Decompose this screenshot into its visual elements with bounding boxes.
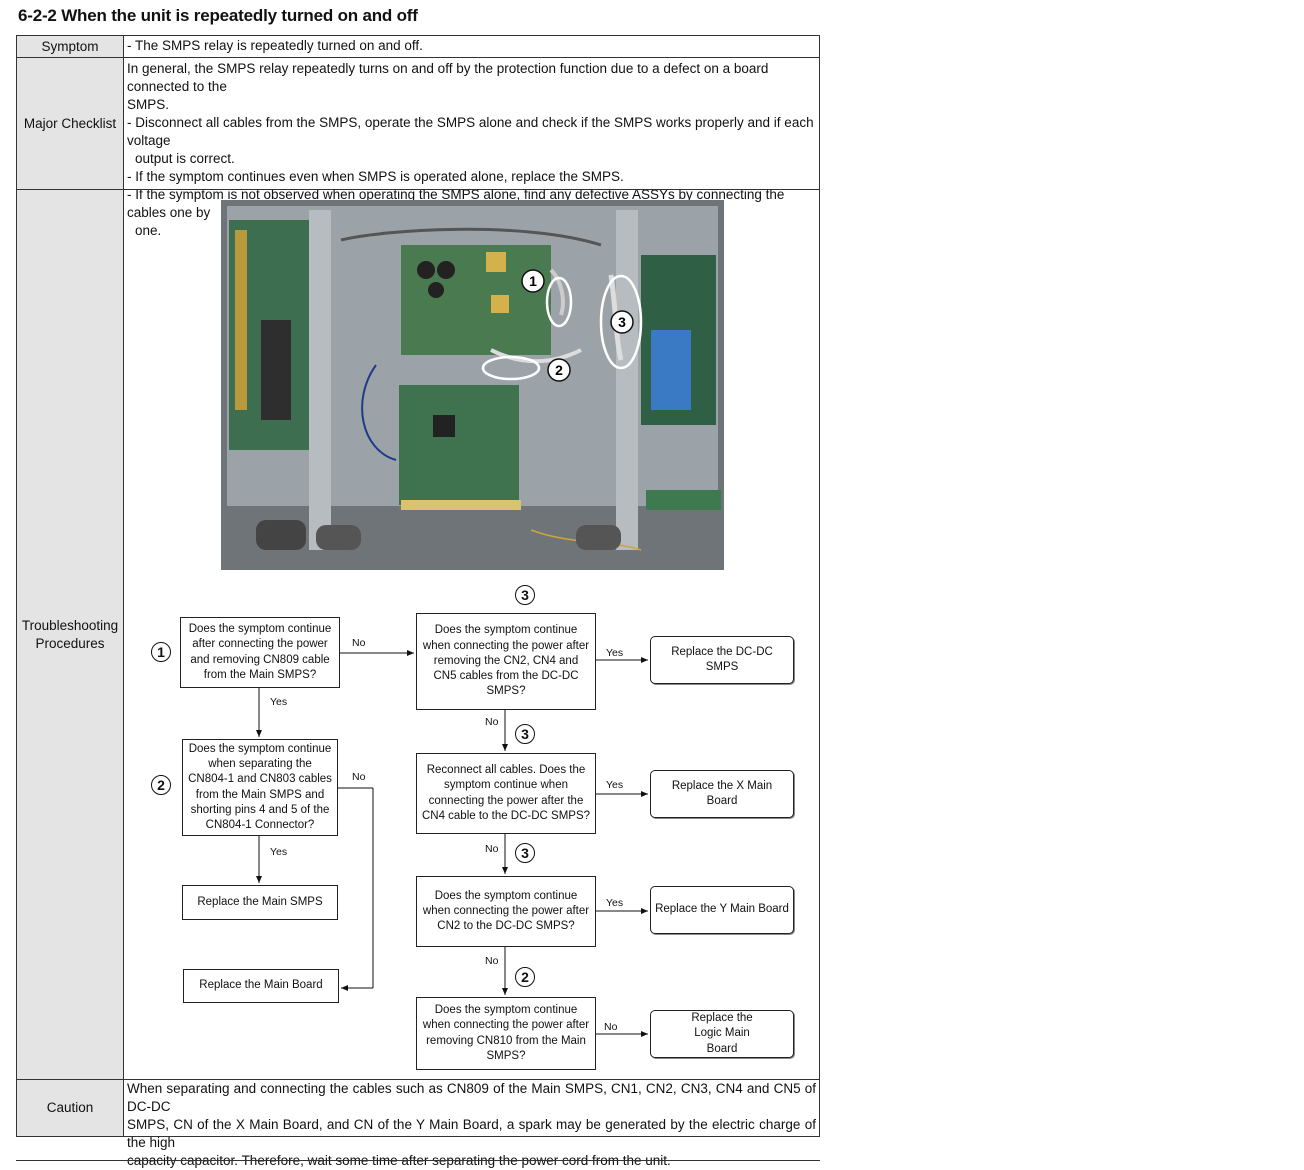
flow-label-yes: Yes [606,647,624,659]
caution-text: When separating and connecting the cable… [124,1080,819,1170]
photo-marker-1: 1 [521,269,545,293]
flow-label-no: No [352,771,366,783]
step-marker-1: 1 [151,642,171,662]
flow-question-6: Does the symptom continue when connectin… [416,997,596,1070]
caution-line: capacity capacitor. Therefore, wait some… [127,1153,671,1168]
flow-result-y-main-board: Replace the Y Main Board [650,886,794,934]
flow-label-yes: Yes [270,696,288,708]
svg-text:1: 1 [529,273,537,289]
flow-result-dcdc-smps: Replace the DC-DC SMPS [650,636,794,684]
step-marker-3: 3 [515,724,535,744]
row-divider [17,189,819,190]
troubleshooting-label-line1: Troubleshooting [21,617,119,633]
caution-label: Caution [17,1080,124,1136]
checklist-line: - If the symptom is not observed when op… [127,187,785,220]
flow-label-no: No [352,637,366,649]
flow-result-logic-main-board: Replace the Logic Main Board [650,1010,794,1058]
checklist-line: - Disconnect all cables from the SMPS, o… [127,115,814,148]
flow-question-4: Reconnect all cables. Does the symptom c… [416,753,596,834]
flow-label-no: No [485,955,499,967]
flow-result-main-smps: Replace the Main SMPS [182,885,338,920]
symptom-label: Symptom [17,36,124,57]
flow-label-no: No [485,716,499,728]
row-divider [17,57,819,58]
flow-question-5: Does the symptom continue when connectin… [416,876,596,947]
symptom-text: - The SMPS relay is repeatedly turned on… [127,38,423,53]
troubleshooting-label: Troubleshooting Procedures [17,190,124,1079]
flow-label-yes: Yes [606,897,624,909]
flow-question-2: Does the symptom continue when separatin… [182,739,338,836]
step-marker-3: 3 [515,585,535,605]
bottom-rule [16,1160,820,1161]
flow-label-no: No [604,1021,618,1033]
step-marker-3: 3 [515,843,535,863]
checklist-line: output is correct. [135,151,235,166]
flow-label-no: No [485,843,499,855]
checklist-line: - If the symptom continues even when SMP… [127,169,624,184]
flow-result-x-main-board: Replace the X Main Board [650,770,794,818]
troubleshooting-label-line2: Procedures [35,635,105,651]
troubleshooting-table: Symptom - The SMPS relay is repeatedly t… [16,35,820,1168]
caution-line: SMPS, CN of the X Main Board, and CN of … [127,1117,816,1150]
photo-marker-2: 2 [547,358,571,382]
svg-text:2: 2 [555,362,563,378]
step-marker-2: 2 [515,967,535,987]
svg-text:3: 3 [618,314,626,330]
checklist-line: one. [135,223,162,238]
checklist-text: In general, the SMPS relay repeatedly tu… [124,60,819,240]
checklist-line: SMPS. [127,97,170,112]
board-photo: 1 2 3 [221,200,724,570]
step-marker-2: 2 [151,775,171,795]
flow-result-main-board: Replace the Main Board [183,969,339,1003]
checklist-line: In general, the SMPS relay repeatedly tu… [127,61,769,94]
row-divider [17,1079,819,1080]
checklist-label: Major Checklist [17,58,124,189]
caution-line: When separating and connecting the cable… [127,1081,816,1114]
flow-label-yes: Yes [270,846,288,858]
photo-marker-3: 3 [610,310,634,334]
flow-question-1: Does the symptom continue after connecti… [180,617,340,688]
flow-question-3: Does the symptom continue when connectin… [416,613,596,710]
flow-label-yes: Yes [606,779,624,791]
page-title: 6-2-2 When the unit is repeatedly turned… [18,6,418,25]
